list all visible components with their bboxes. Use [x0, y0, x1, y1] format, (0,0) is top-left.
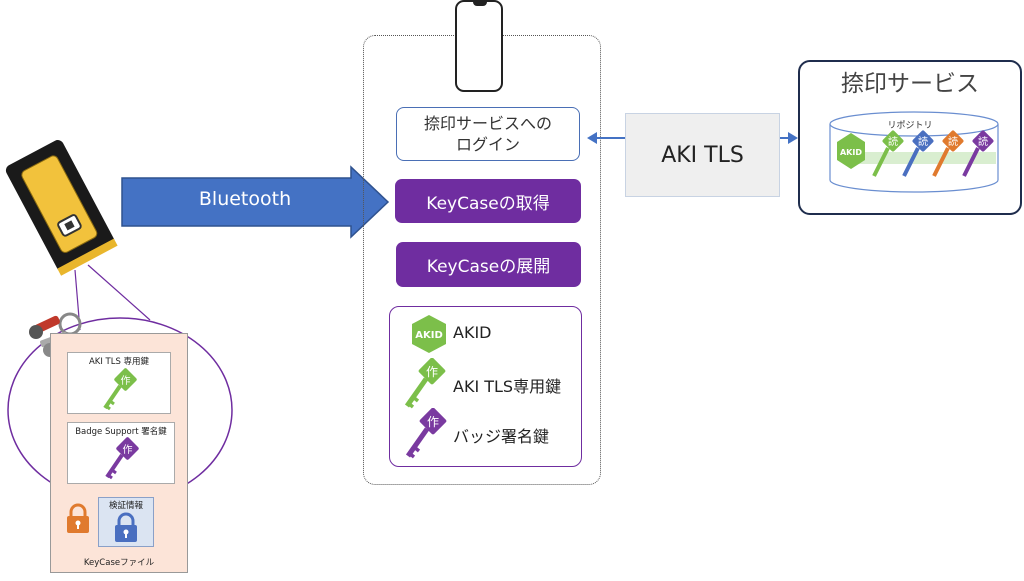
svg-text:読: 読	[978, 135, 988, 148]
bluetooth-label: Bluetooth	[198, 188, 292, 210]
login-line2: ログイン	[455, 135, 520, 154]
repo-akid-badge-text: AKID	[840, 148, 862, 157]
verification-info-label: 検証情報	[108, 501, 143, 511]
key-glyph: 作	[426, 365, 438, 379]
get-keycase-button[interactable]: KeyCaseの取得	[395, 179, 581, 223]
svg-text:読: 読	[918, 135, 928, 148]
login-line1: 捺印サービスへの	[423, 114, 552, 133]
svg-text:読: 読	[888, 135, 898, 148]
smartphone-icon	[455, 0, 503, 92]
badge-key-document-label: Badge Support 署名鍵	[75, 427, 167, 437]
svg-text:読: 読	[948, 135, 958, 148]
stamp-service-title: 捺印サービス	[841, 71, 979, 97]
repository-keys: AKID 読 読 読 読	[837, 130, 994, 177]
usb-token-icon	[5, 140, 118, 276]
key-glyph: 作	[427, 415, 439, 429]
orange-lock-icon	[67, 503, 89, 533]
key-glyph: 作	[121, 375, 131, 387]
keycase-file-label: KeyCaseファイル	[83, 558, 155, 568]
phone-notch	[473, 0, 487, 6]
blue-lock-icon	[115, 512, 137, 542]
login-button[interactable]: 捺印サービスへの ログイン	[396, 107, 580, 161]
tls-key-icon: 作	[404, 358, 446, 409]
read-key-orange: 読	[932, 130, 964, 177]
read-key-purple: 読	[962, 130, 994, 177]
expand-keycase-button[interactable]: KeyCaseの展開	[396, 242, 581, 287]
akid-label: AKID	[453, 323, 492, 342]
badge-key-label: バッジ署名鍵	[453, 427, 550, 446]
aki-tls-box: AKI TLS	[625, 113, 780, 197]
akid-badge-icon: AKID	[412, 315, 446, 353]
read-key-blue: 読	[902, 130, 934, 177]
read-key-green: 読	[872, 130, 904, 177]
tls-key-label: AKI TLS専用鍵	[453, 377, 562, 396]
badge-key-icon: 作	[405, 408, 447, 459]
akid-badge-text: AKID	[415, 330, 443, 341]
tls-key-document-label: AKI TLS 専用鍵	[88, 357, 150, 367]
key-glyph: 作	[123, 444, 133, 456]
bluetooth-arrow	[121, 165, 390, 239]
repository-label: リポジトリ	[887, 121, 933, 131]
green-key-icon: 作	[103, 368, 137, 411]
purple-key-icon: 作	[105, 437, 139, 480]
